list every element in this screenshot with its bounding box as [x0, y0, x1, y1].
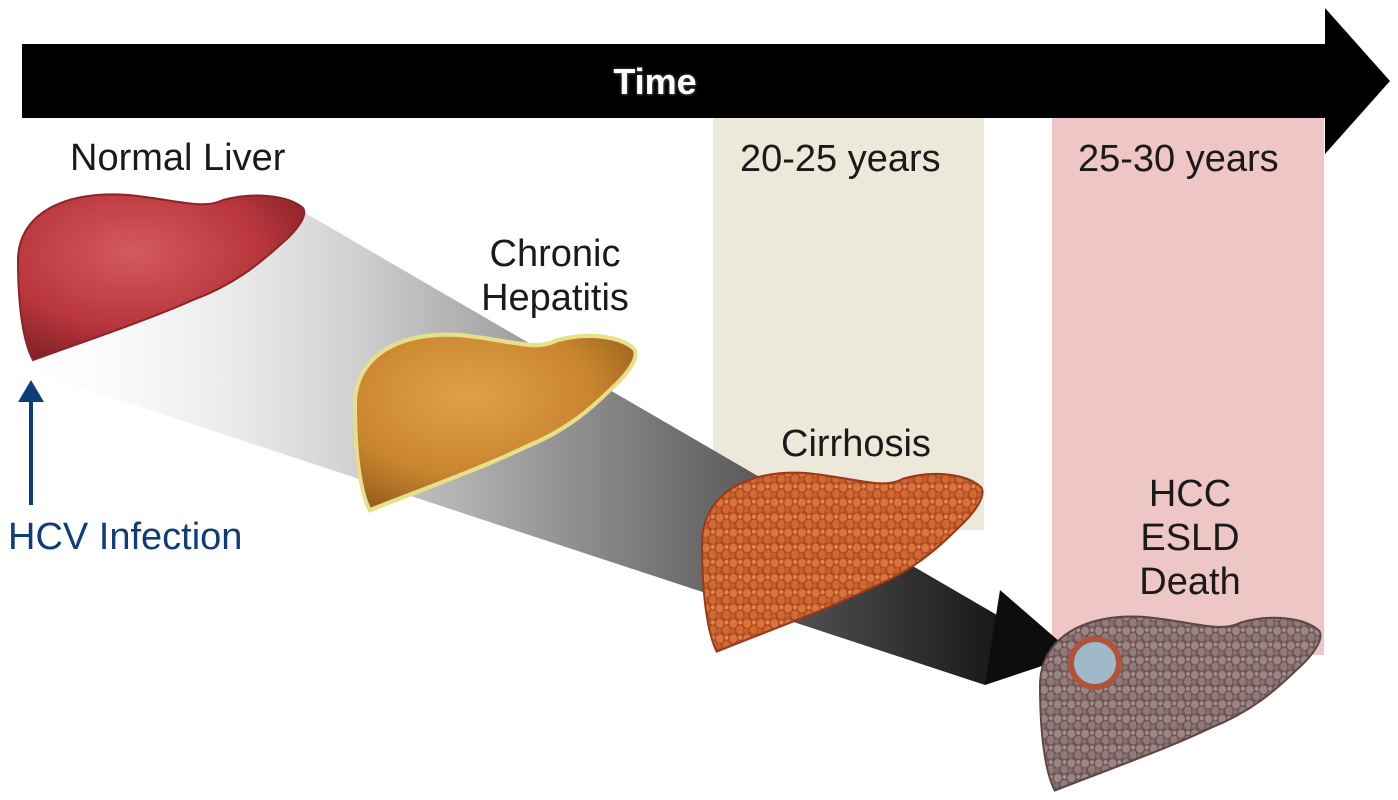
stage-label-line: HCC	[1110, 472, 1270, 516]
hcv-infection-label: HCV Infection	[8, 515, 242, 559]
stage-label-line: Death	[1110, 560, 1270, 604]
stage-label-chronic-hepatitis: Chronic Hepatitis	[460, 232, 650, 320]
stage-label-line: Chronic	[460, 232, 650, 276]
hcv-infection-arrowhead	[18, 380, 44, 402]
tumor-lesion	[1071, 639, 1119, 687]
stage-label-normal-liver: Normal Liver	[70, 136, 285, 180]
stage-label-hcc-esld-death: HCC ESLD Death	[1110, 472, 1270, 604]
stage-label-line: Hepatitis	[460, 276, 650, 320]
stage-label-cirrhosis: Cirrhosis	[781, 422, 931, 466]
period-label-20-25: 20-25 years	[740, 137, 941, 181]
stage-label-line: ESLD	[1110, 516, 1270, 560]
time-label: Time	[580, 62, 730, 102]
period-label-25-30: 25-30 years	[1078, 137, 1279, 181]
